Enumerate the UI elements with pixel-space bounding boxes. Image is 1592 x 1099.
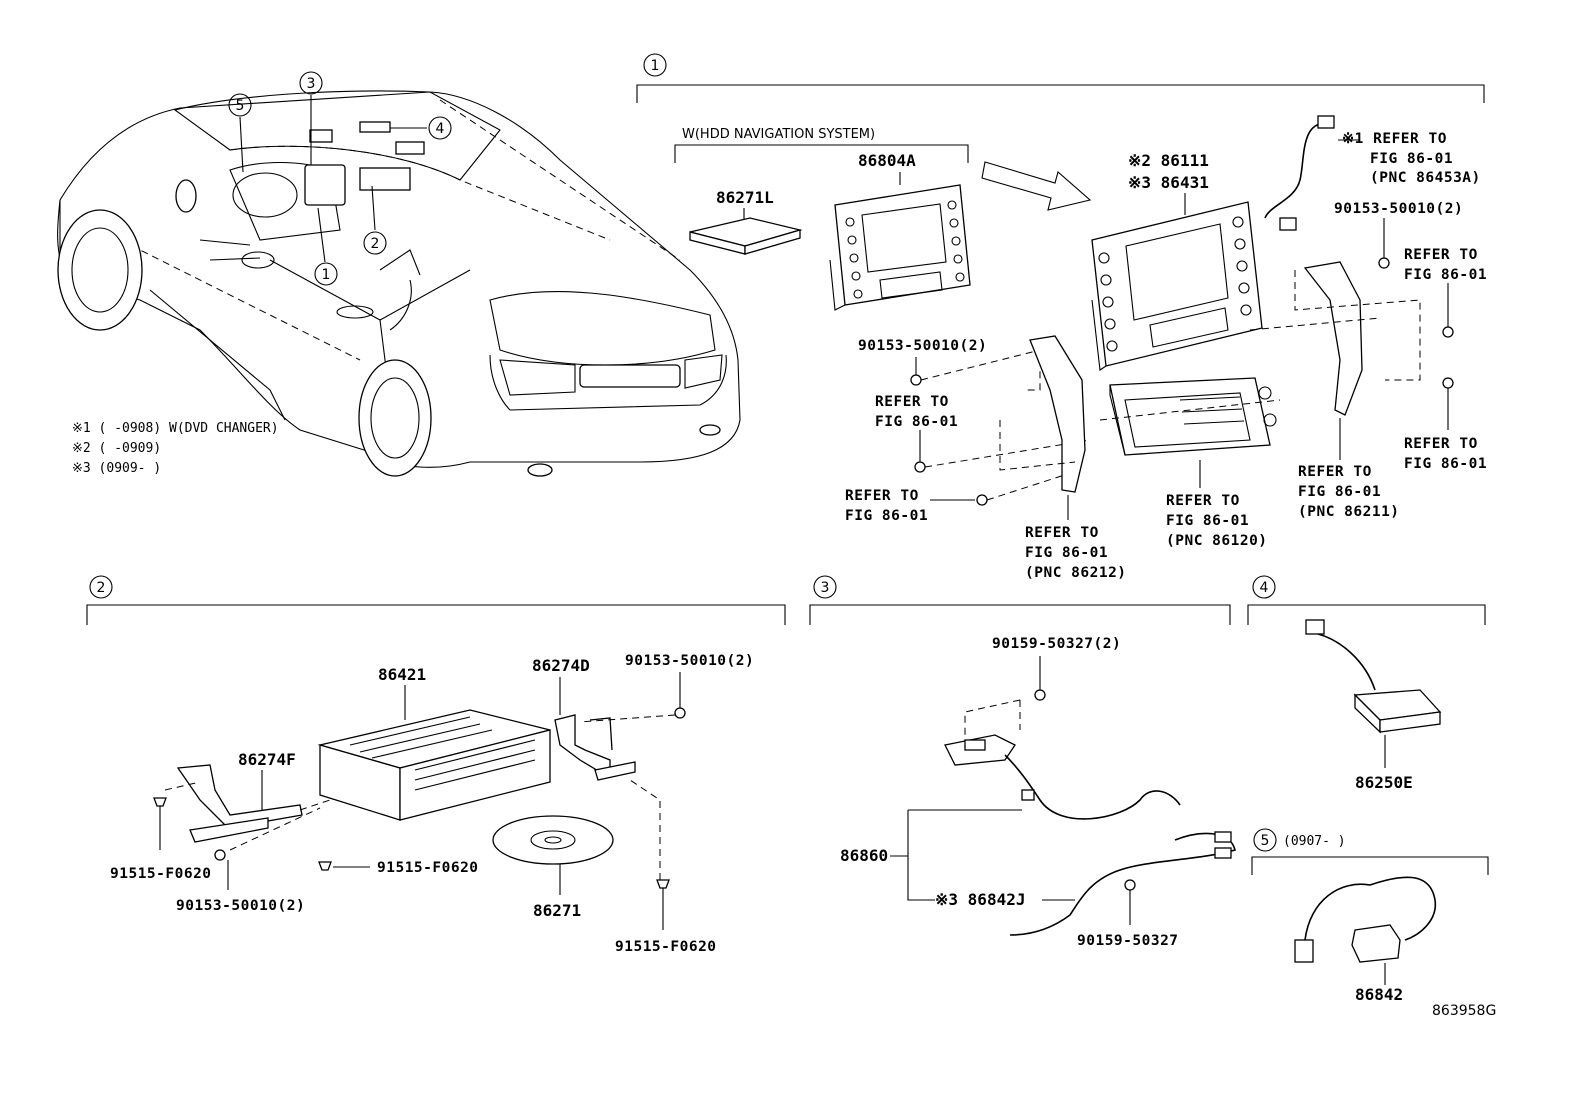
group-5: 5 (0907- ) 86842 xyxy=(1251,828,1489,1004)
ref1-c: (PNC 86453A) xyxy=(1370,170,1481,186)
notes: ※1 ( -0908) W(DVD CHANGER) ※2 ( -0909) ※… xyxy=(72,421,279,476)
ref-r2-b: FIG 86-01 xyxy=(1404,456,1487,472)
pn-86860: 86860 xyxy=(840,846,888,865)
pn-86271: 86271 xyxy=(533,901,581,920)
ref-l1-a: REFER TO xyxy=(875,394,949,410)
screw-2b: 91515-F0620 xyxy=(377,860,479,876)
note-1: ※1 ( -0908) W(DVD CHANGER) xyxy=(72,421,279,436)
ref-r1-b: FIG 86-01 xyxy=(1404,267,1487,283)
bolt-2b: 90153-50010(2) xyxy=(176,898,305,914)
group-2-number: 2 xyxy=(97,580,106,596)
ref-l2-b: FIG 86-01 xyxy=(845,508,928,524)
pn-86842J: ※3 86842J xyxy=(935,890,1025,909)
callout-3: 3 xyxy=(307,76,316,92)
hdd-label: W(HDD NAVIGATION SYSTEM) xyxy=(682,127,875,142)
pn-86431: ※3 86431 xyxy=(1128,173,1209,192)
ref1-b: FIG 86-01 xyxy=(1370,151,1453,167)
screw-2c: 91515-F0620 xyxy=(615,939,717,955)
ref-b2-b: FIG 86-01 xyxy=(1166,513,1249,529)
group-1-number: 1 xyxy=(651,58,660,74)
ref-l1-b: FIG 86-01 xyxy=(875,414,958,430)
callout-4: 4 xyxy=(436,121,445,137)
bolt-top-right: 90153-50010(2) xyxy=(1334,201,1463,217)
group-5-number: 5 xyxy=(1261,833,1270,849)
ref1-a: ※1 REFER TO xyxy=(1342,131,1447,147)
bolt-3a: 90159-50327(2) xyxy=(992,636,1121,652)
pn-86842: 86842 xyxy=(1355,985,1403,1004)
bolt-3b: 90159-50327 xyxy=(1077,933,1179,949)
pn-86274F: 86274F xyxy=(238,750,296,769)
pn-86250E: 86250E xyxy=(1355,773,1413,792)
ref-b2-a: REFER TO xyxy=(1166,493,1240,509)
ref-b1-c: (PNC 86212) xyxy=(1025,565,1127,581)
car-callouts: 3 5 4 2 1 xyxy=(228,71,452,286)
ref-b1-a: REFER TO xyxy=(1025,525,1099,541)
pn-86271L: 86271L xyxy=(716,188,774,207)
car-overview xyxy=(57,90,741,477)
note-3: ※3 (0909- ) xyxy=(72,461,161,476)
group-2: 2 86421 86274D 90153-50010(2) 86274F 915… xyxy=(86,575,786,955)
group-1: 1 W(HDD NAVIGATION SYSTEM) 86271L 86804A… xyxy=(636,53,1487,581)
ref-r2-a: REFER TO xyxy=(1404,436,1478,452)
callout-1: 1 xyxy=(322,267,331,283)
group-4-number: 4 xyxy=(1260,580,1269,596)
pn-86804A: 86804A xyxy=(858,151,916,170)
pn-86111: ※2 86111 xyxy=(1128,151,1209,170)
bolt-2a: 90153-50010(2) xyxy=(625,653,754,669)
note-2: ※2 ( -0909) xyxy=(72,441,161,456)
pn-86274D: 86274D xyxy=(532,656,590,675)
ref-b3-c: (PNC 86211) xyxy=(1298,504,1400,520)
pn-86421: 86421 xyxy=(378,665,426,684)
bolt-left: 90153-50010(2) xyxy=(858,338,987,354)
group-3-number: 3 xyxy=(821,580,830,596)
ref-r1-a: REFER TO xyxy=(1404,247,1478,263)
ref-b3-b: FIG 86-01 xyxy=(1298,484,1381,500)
group-3: 3 90159-50327(2) 90159-50327 86860 ※3 86… xyxy=(809,575,1236,949)
ref-b2-c: (PNC 86120) xyxy=(1166,533,1268,549)
group-5-date: (0907- ) xyxy=(1283,834,1346,849)
group-4: 4 86250E xyxy=(1247,575,1486,792)
callout-2: 2 xyxy=(371,236,380,252)
figure-id: 863958G xyxy=(1432,1003,1496,1019)
callout-5: 5 xyxy=(236,98,245,114)
ref-l2-a: REFER TO xyxy=(845,488,919,504)
screw-2a: 91515-F0620 xyxy=(110,866,212,882)
ref-b1-b: FIG 86-01 xyxy=(1025,545,1108,561)
ref-b3-a: REFER TO xyxy=(1298,464,1372,480)
